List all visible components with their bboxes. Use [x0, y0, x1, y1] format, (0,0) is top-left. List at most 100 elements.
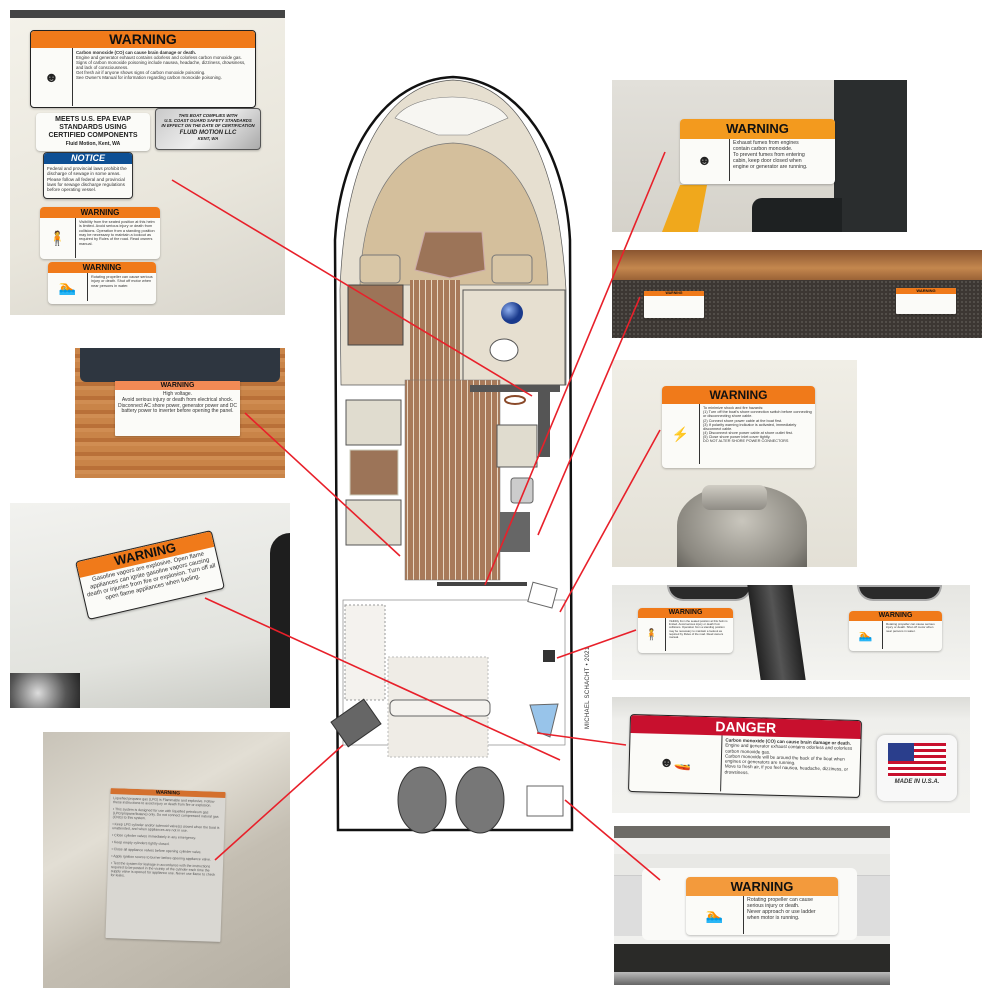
hull	[330, 75, 574, 834]
shore-power-warning-label: WARNING ⚡ To minimize shock and fire haz…	[662, 386, 815, 468]
epa-line: MEETS U.S. EPA EVAP	[55, 116, 131, 123]
cockpit-seat-left	[344, 604, 386, 701]
shore-power-line: (5) Close shore power inlet cover tightl…	[703, 435, 771, 440]
swimmer-propeller-icon: 🏊	[48, 273, 88, 301]
console-visibility-warning-title: WARNING	[638, 608, 733, 618]
epa-label: MEETS U.S. EPA EVAP STANDARDS USING CERT…	[36, 113, 150, 151]
teak-sole-main	[404, 379, 501, 581]
high-voltage-line: Avoid serious injury or death from elect…	[118, 396, 237, 415]
uscg-line: THIS BOAT COMPLIES WITH	[178, 113, 238, 118]
salon-seat-upper	[345, 399, 402, 446]
helmsman-icon: 🧍	[40, 218, 76, 258]
epa-maker: Fluid Motion, Kent, WA	[65, 141, 121, 147]
galley-left-warning-title: WARNING	[644, 291, 704, 296]
shore-power-line: DO NOT ALTER SHORE POWER CONNECTORS	[703, 439, 789, 444]
v-berth-center	[414, 231, 486, 279]
cabin-seat-right	[491, 254, 533, 284]
propeller-warning-title: WARNING	[48, 262, 156, 273]
companionway-step	[437, 582, 527, 586]
co-person-icon: ☻	[680, 139, 730, 181]
co-person-icon: ☻	[31, 48, 73, 106]
stove-icon	[500, 512, 530, 552]
photo-helm-panel-labels: WARNING ☻ Carbon monoxide (CO) can cause…	[10, 10, 285, 315]
uscg-line: IN EFFECT ON THE DATE OF CERTIFICATION	[161, 123, 255, 128]
salon-table	[349, 449, 399, 496]
made-in-usa-text: MADE IN U.S.A.	[894, 779, 940, 785]
shore-power-warning-title: WARNING	[662, 386, 815, 404]
console-propeller-warning-title: WARNING	[849, 611, 942, 621]
exhaust-line: To prevent fumes from entering	[733, 151, 805, 158]
ladder-line: when motor is running.	[747, 914, 800, 921]
uscg-city: KENT, WA	[197, 136, 219, 141]
propeller-warning-label: WARNING 🏊 Rotating propeller can cause s…	[48, 262, 156, 304]
shore-power-line: (4) Disconnect shore power cable at shor…	[703, 431, 793, 436]
console-visibility-warning-label: WARNING 🧍 Visibility from the seated pos…	[638, 608, 733, 653]
cabin-berth-aft	[347, 284, 404, 346]
shore-power-line: (3) If polarity warning indicator is act…	[703, 422, 797, 431]
outboard-engine-port	[397, 766, 447, 834]
co-line: Carbon monoxide (CO) can cause brain dam…	[76, 50, 197, 55]
galley-sink-icon	[510, 477, 534, 504]
photo-swim-ladder: WARNING 🏊 Rotating propeller can cause s…	[614, 826, 890, 985]
exhaust-line: Exhaust fumes from engines	[733, 140, 799, 146]
helm-column	[538, 387, 550, 457]
transom-bench	[389, 699, 491, 717]
salon-seat-lower	[345, 499, 402, 546]
transom-hatch	[526, 785, 564, 817]
shore-power-line: To minimize shock and fire hazards:	[703, 406, 764, 410]
uscg-maker: FLUID MOTION LLC	[179, 130, 237, 136]
shore-power-line: (1) Turn off the boat's shore connection…	[703, 410, 812, 419]
swimmer-propeller-icon: 🏊	[686, 896, 744, 934]
globe-icon	[501, 302, 523, 324]
shore-power-line: (2) Connect shore power cable at the boa…	[703, 418, 783, 423]
uscg-line: U.S. COAST GUARD SAFETY STANDARDS	[164, 118, 252, 123]
notice-title: NOTICE	[44, 153, 132, 164]
galley-right-warning-title: WARNING	[896, 288, 956, 294]
co-line: Engine and generator exhaust contains od…	[76, 55, 242, 61]
co-line: Signs of carbon monoxide poisoning inclu…	[76, 60, 246, 71]
epa-line: STANDARDS USING	[59, 124, 127, 131]
ladder-line: serious injury or death.	[747, 902, 800, 909]
galley-seat	[496, 424, 538, 468]
ladder-line: Never approach or use ladder	[747, 908, 816, 915]
toilet-icon	[489, 338, 519, 362]
outboard-engine-starboard	[455, 766, 505, 834]
co-warning-title: WARNING	[31, 31, 255, 48]
console-propeller-warning-text: Rotating propeller can cause serious inj…	[886, 622, 935, 633]
artist-credit: MICHAEL SCHACHT • 2021	[585, 646, 591, 729]
ladder-warning-title: WARNING	[686, 877, 838, 896]
visibility-warning-label: WARNING 🧍 Visibility from the seated pos…	[40, 207, 160, 259]
galley-right-warning-label: WARNING	[896, 288, 956, 314]
co-line: See Owner's Manual for information regar…	[76, 75, 222, 81]
propeller-warning-text: Rotating propeller can cause serious inj…	[91, 275, 153, 288]
visibility-warning-title: WARNING	[40, 207, 160, 218]
shore-power-inlet-icon	[543, 650, 555, 662]
console-visibility-warning-text: Visibility from the seated position at t…	[669, 619, 728, 640]
epa-line: CERTIFIED COMPONENTS	[48, 132, 138, 139]
ladder-propeller-warning-label: WARNING 🏊 Rotating propeller can cause s…	[686, 877, 838, 935]
exhaust-line: contain carbon monoxide.	[733, 145, 793, 152]
exhaust-fumes-warning-label: WARNING ☻ Exhaust fumes from engines con…	[680, 119, 835, 184]
console-propeller-warning-label: WARNING 🏊 Rotating propeller can cause s…	[849, 611, 942, 651]
uscg-plate: THIS BOAT COMPLIES WITH U.S. COAST GUARD…	[155, 108, 261, 150]
notice-text: Federal and provincial laws prohibit the…	[47, 166, 127, 193]
exhaust-line: cabin, keep door closed when	[733, 157, 802, 164]
co-warning-label: WARNING ☻ Carbon monoxide (CO) can cause…	[30, 30, 256, 108]
exhaust-line: engine or generator are running.	[733, 163, 808, 170]
visibility-warning-text: Visibility from the seated position at t…	[79, 220, 155, 246]
ladder-line: Rotating propeller can cause	[747, 897, 814, 903]
co-line: Get fresh air if anyone shows signs of c…	[76, 70, 206, 76]
bow-hatch	[394, 96, 509, 136]
swimmer-propeller-icon: 🏊	[849, 621, 883, 649]
helmsman-icon: 🧍	[638, 618, 666, 651]
photo-transom-danger: DANGER ☻🚤 Carbon monoxide (CO) can cause…	[612, 697, 970, 813]
made-in-usa-badge: MADE IN U.S.A.	[877, 735, 957, 801]
exhaust-warning-title: WARNING	[680, 119, 835, 139]
electric-shock-icon: ⚡	[662, 404, 700, 464]
notice-label: NOTICE Federal and provincial laws prohi…	[43, 152, 133, 199]
photo-galley-counter: WARNING WARNING	[612, 250, 982, 338]
photo-helm-console: WARNING 🧍 Visibility from the seated pos…	[612, 585, 970, 680]
us-flag-icon	[888, 743, 946, 777]
cabin-seat-left	[359, 254, 401, 284]
